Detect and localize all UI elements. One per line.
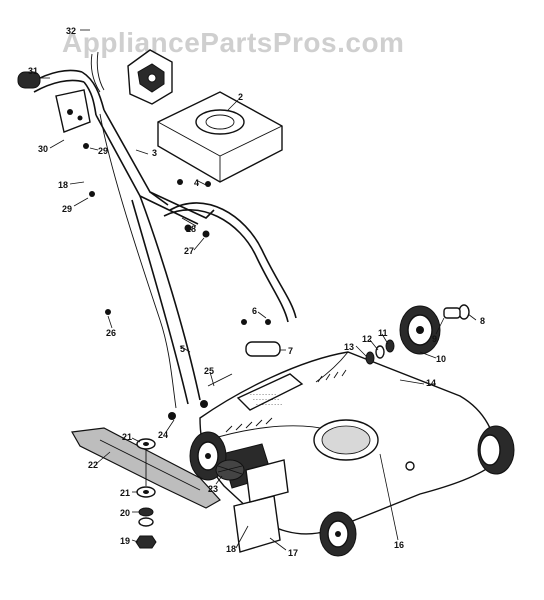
callout-29-upper: 29 xyxy=(98,146,108,156)
deck-decal-line-2: - - - - - - - - - xyxy=(253,397,279,403)
callout-11: 11 xyxy=(378,328,388,338)
callout-16: 16 xyxy=(394,540,404,550)
callout-4: 4 xyxy=(194,178,199,188)
callout-13: 13 xyxy=(344,342,354,352)
front-right-wheel xyxy=(477,425,515,475)
switch-housing xyxy=(127,49,173,105)
callout-18-upper: 18 xyxy=(58,180,68,190)
callout-27: 27 xyxy=(184,246,194,256)
axle-rod xyxy=(245,341,281,357)
motor-cover-plate xyxy=(157,91,283,183)
callout-21-lower: 21 xyxy=(120,488,130,498)
callout-7: 7 xyxy=(288,346,293,356)
callout-29-lower: 29 xyxy=(62,204,72,214)
callout-6: 6 xyxy=(252,306,257,316)
callout-24: 24 xyxy=(158,430,168,440)
callout-9: 9 xyxy=(432,334,437,344)
handle-grip xyxy=(17,71,41,89)
wheel-hardware xyxy=(365,304,470,365)
callout-26: 26 xyxy=(106,328,116,338)
deck-decal-line-3: - - - - - - - - - xyxy=(256,402,282,408)
blade-adapter xyxy=(215,459,245,481)
callout-30: 30 xyxy=(38,144,48,154)
leader-lines xyxy=(40,29,477,551)
handle-bracket xyxy=(55,51,105,133)
callout-32: 32 xyxy=(66,26,76,36)
callout-17: 17 xyxy=(288,548,298,558)
callout-2: 2 xyxy=(238,92,243,102)
callout-22: 22 xyxy=(88,460,98,470)
callout-23: 23 xyxy=(208,484,218,494)
callout-19: 19 xyxy=(120,536,130,546)
callout-10: 10 xyxy=(436,354,446,364)
callout-25: 25 xyxy=(204,366,214,376)
callout-3: 3 xyxy=(152,148,157,158)
callout-labels: 32 31 2 30 29 3 18 29 4 28 27 6 8 9 26 5… xyxy=(28,26,485,558)
front-left-wheel xyxy=(319,511,357,557)
callout-28: 28 xyxy=(186,224,196,234)
callout-12: 12 xyxy=(362,334,372,344)
callout-14: 14 xyxy=(426,378,436,388)
callout-31: 31 xyxy=(28,66,38,76)
callout-18-lower: 18 xyxy=(226,544,236,554)
callout-5: 5 xyxy=(180,344,185,354)
deck-decal-line-1: - - - - - - - - - xyxy=(250,392,276,398)
lower-handle xyxy=(99,113,297,409)
handle-hardware xyxy=(83,143,271,420)
detached-wheel xyxy=(399,305,441,355)
blade-hardware-stack xyxy=(135,438,157,549)
callout-21-upper: 21 xyxy=(122,432,132,442)
callout-20: 20 xyxy=(120,508,130,518)
watermark-text: AppliancePartsPros.com xyxy=(62,27,404,58)
callout-8: 8 xyxy=(480,316,485,326)
